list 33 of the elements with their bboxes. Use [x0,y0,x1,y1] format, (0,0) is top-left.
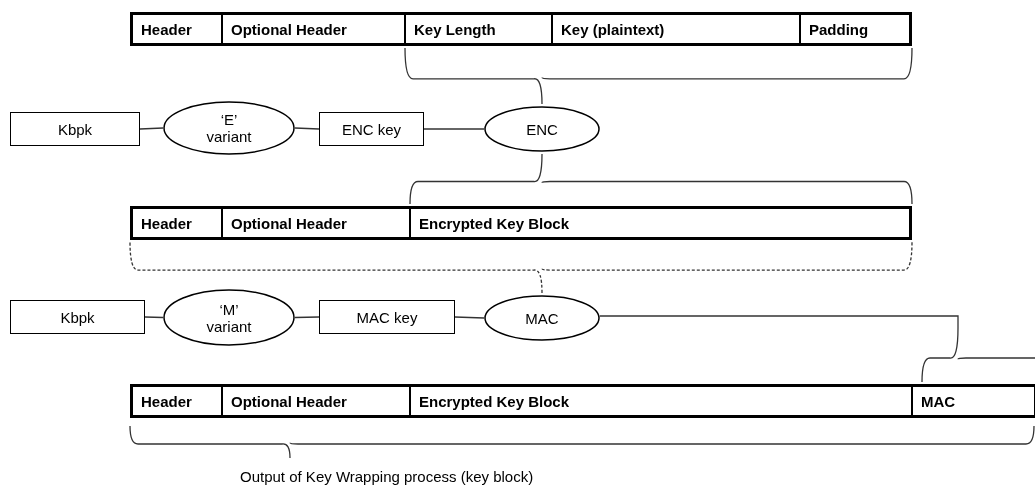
block-field: Optional Header [222,206,410,240]
block-field: Optional Header [222,12,405,46]
block-field: MAC [912,384,1035,418]
key-box: ENC key [319,112,424,146]
connector-line [139,127,164,130]
connector-line [144,316,164,319]
brace-connector [599,315,1035,383]
block-field: Optional Header [222,384,410,418]
key-box: Kbpk [10,112,140,146]
process-ellipse [484,295,600,341]
connector-line [294,127,320,130]
brace-connector [409,153,913,205]
process-ellipse [163,101,295,155]
block-field: Encrypted Key Block [410,206,912,240]
process-ellipse [163,289,295,346]
key-box: Kbpk [10,300,145,334]
block-field: Padding [800,12,912,46]
node-label: MAC [525,309,559,327]
block-field: Header [130,12,222,46]
connector-line [423,128,485,130]
key-box: MAC key [319,300,455,334]
block-field: Key Length [405,12,552,46]
node-label: ‘E’ variant [205,111,253,145]
connector-line [294,316,320,319]
block-field: Header [130,384,222,418]
process-ellipse [484,106,600,152]
block-field: Encrypted Key Block [410,384,912,418]
block-field: Header [130,206,222,240]
block-field: Key (plaintext) [552,12,800,46]
brace-caption: Output of Key Wrapping process (key block) [240,468,534,485]
connector-line [454,316,485,319]
node-label: ENC [526,120,558,138]
node-label: ‘M’ variant [205,300,253,335]
